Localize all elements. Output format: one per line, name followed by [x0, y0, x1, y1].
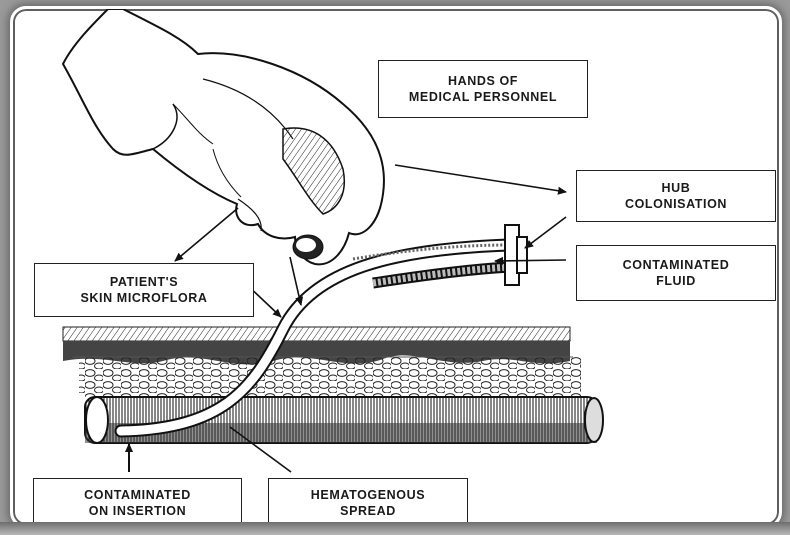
- label-hub-colonisation: HUB COLONISATION: [576, 170, 776, 222]
- bottom-shadow: [0, 522, 790, 535]
- label-contaminated-fluid: CONTAMINATED FLUID: [576, 245, 776, 301]
- label-hematogenous-spread: HEMATOGENOUS SPREAD: [268, 478, 468, 527]
- label-contaminated-on-insertion: CONTAMINATED ON INSERTION: [33, 478, 242, 527]
- label-hands-of-medical-personnel: HANDS OF MEDICAL PERSONNEL: [378, 60, 588, 118]
- skin-layers: [63, 327, 581, 397]
- hand-illustration: [63, 9, 384, 264]
- label-patient-skin-microflora: PATIENT'S SKIN MICROFLORA: [34, 263, 254, 317]
- figure-frame: HANDS OF MEDICAL PERSONNEL HUB COLONISAT…: [10, 6, 782, 528]
- blood-vessel: [85, 397, 603, 443]
